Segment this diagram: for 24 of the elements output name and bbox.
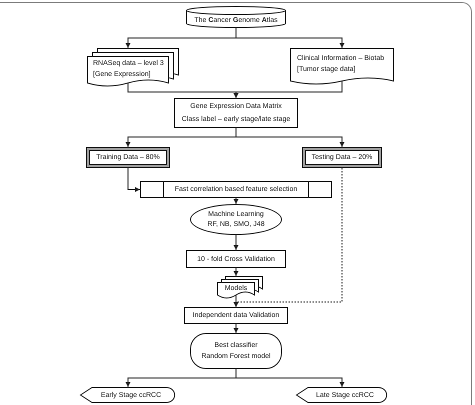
arrow [236, 128, 344, 148]
arrow [128, 168, 140, 192]
double-border-box [86, 147, 170, 168]
display-shape [296, 387, 390, 403]
display-shape [80, 387, 178, 403]
arrow [234, 198, 238, 204]
arrow [236, 28, 344, 48]
process-box [174, 98, 298, 128]
database-shape [186, 6, 286, 28]
arrow [234, 268, 238, 276]
multi-document-shape [87, 48, 179, 86]
dotted-arrow [234, 168, 342, 308]
arrow [234, 234, 238, 250]
terminator-shape [190, 333, 282, 369]
double-border-box [302, 147, 382, 168]
arrow [236, 368, 344, 388]
arrow [234, 294, 238, 308]
process-box [184, 307, 288, 324]
predefined-process-box [140, 181, 332, 198]
multi-document-shape [217, 276, 263, 298]
arrow [234, 80, 342, 98]
arrow [234, 324, 238, 334]
process-box [186, 250, 286, 268]
document-shape [290, 48, 394, 84]
